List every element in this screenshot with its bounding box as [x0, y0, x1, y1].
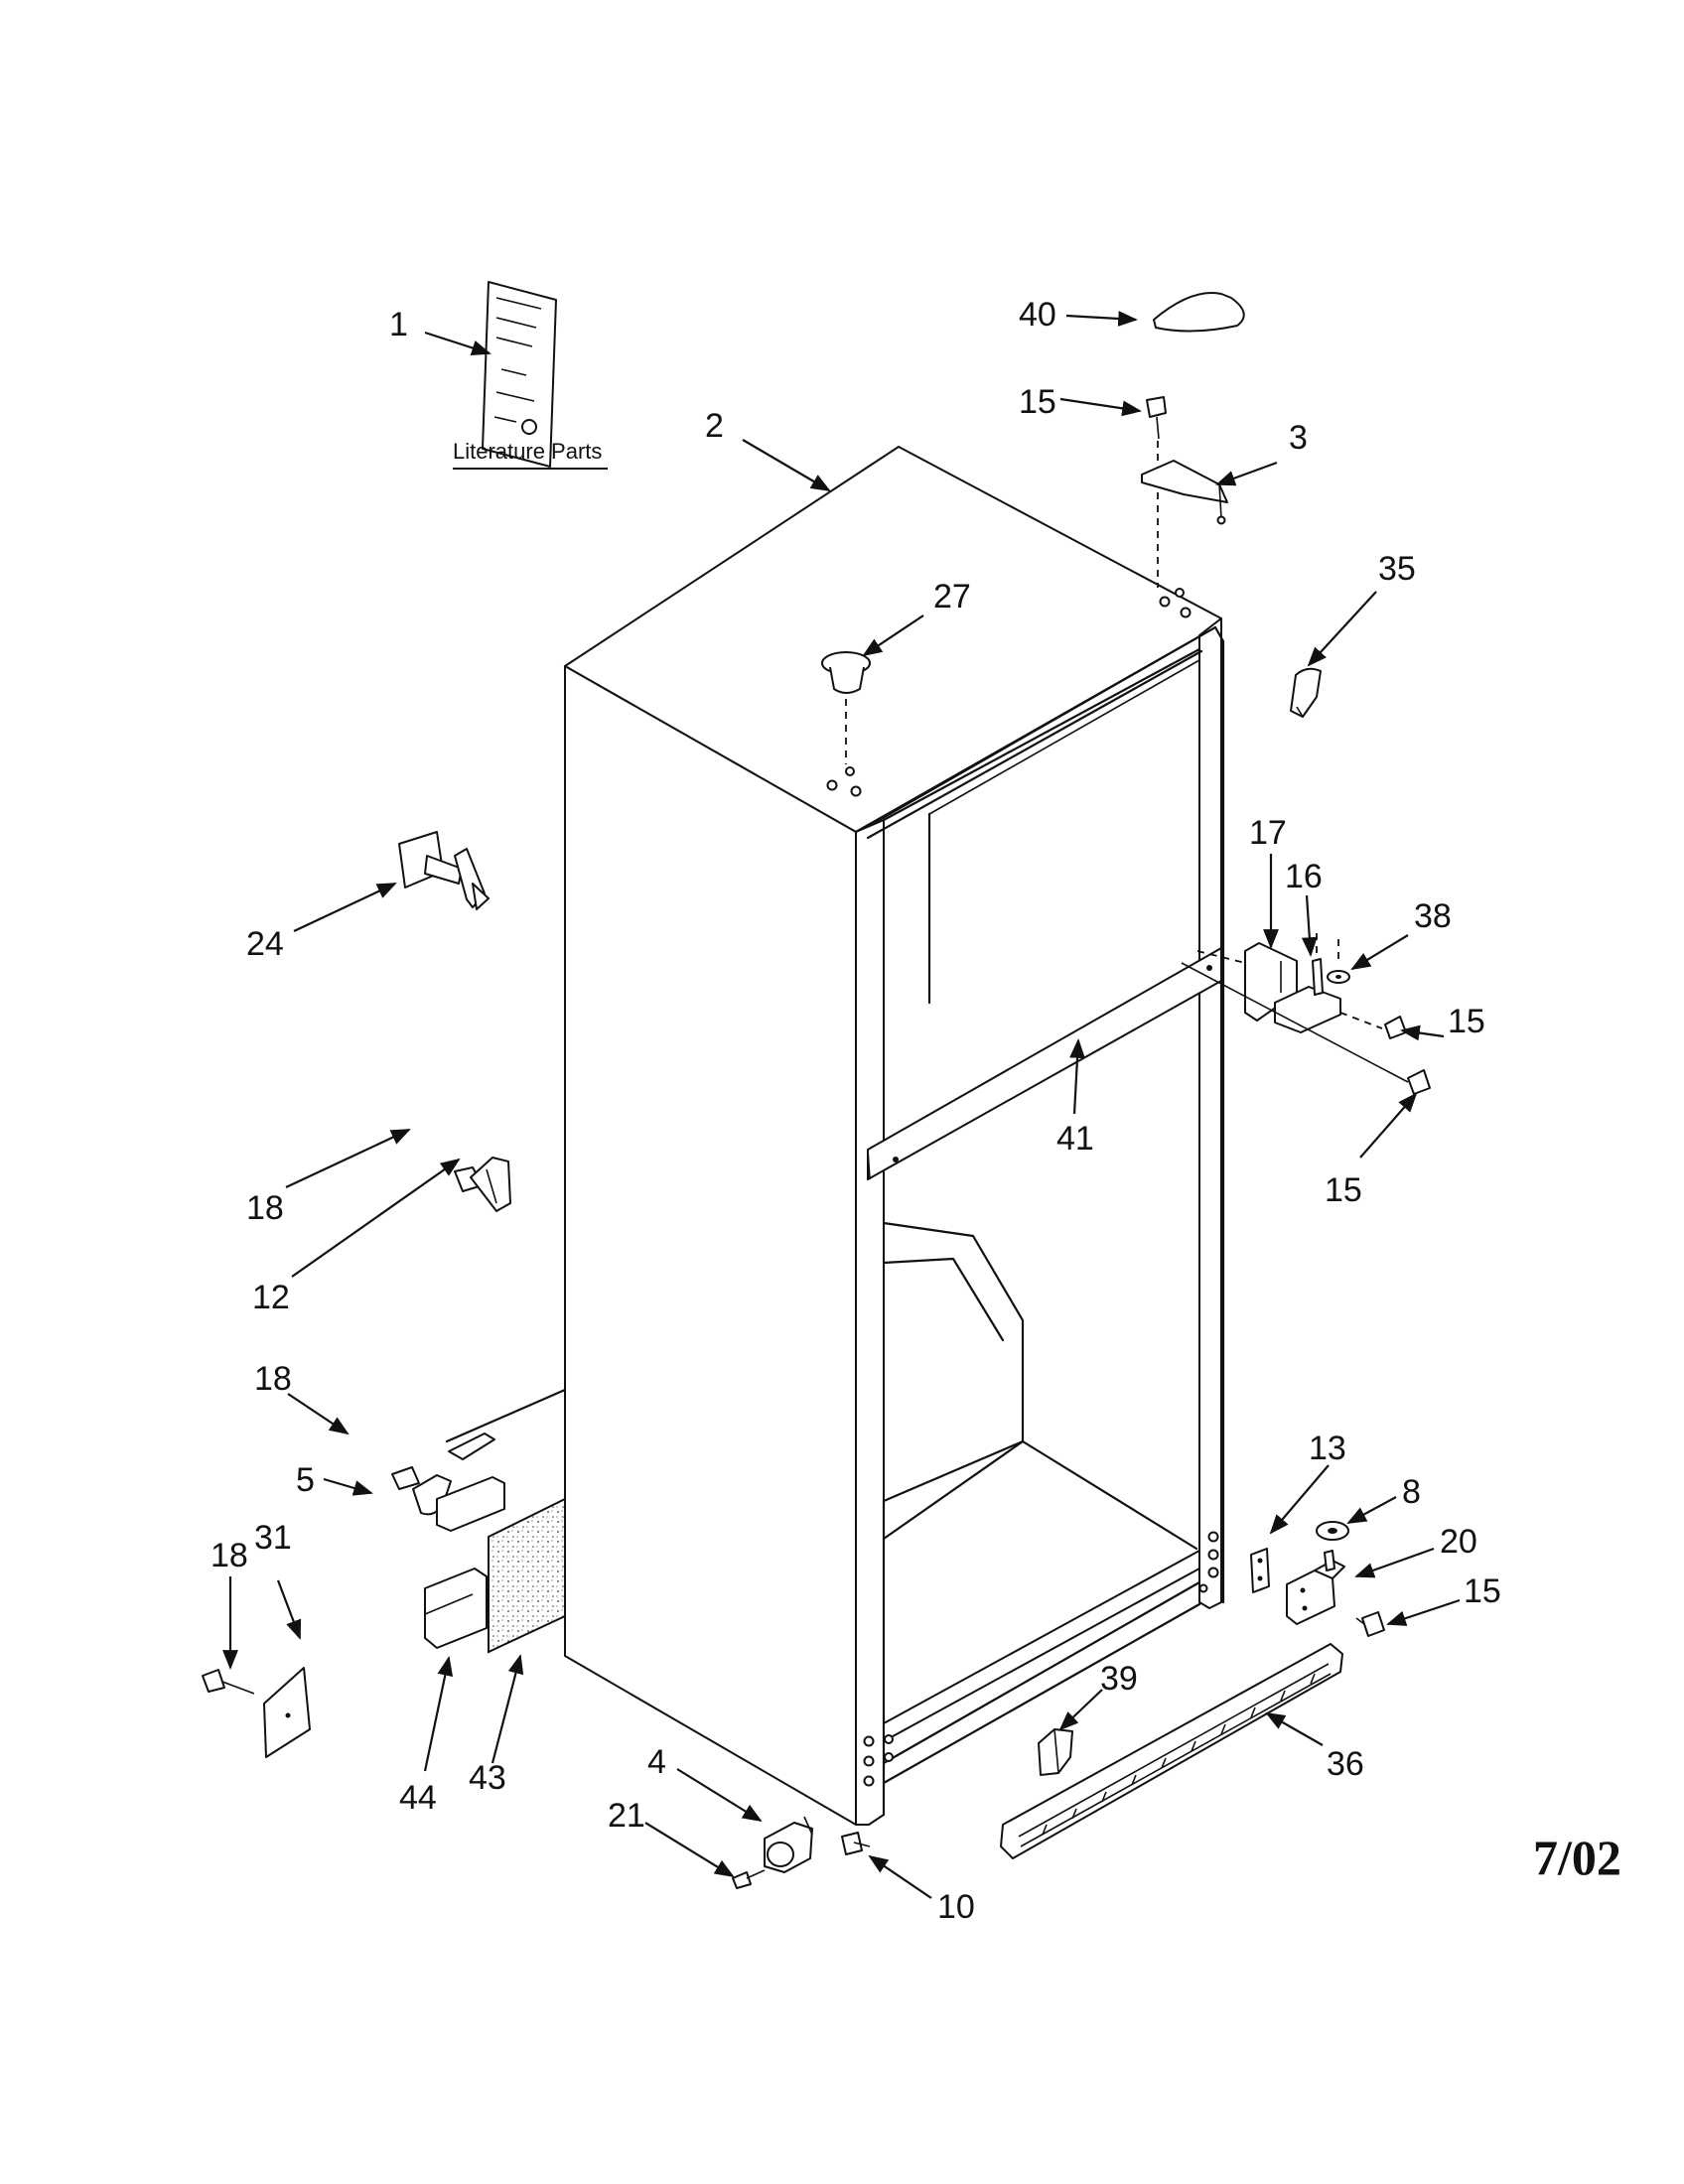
- callout-38: 38: [1414, 897, 1452, 935]
- screw-15-bottom: [1355, 1611, 1385, 1637]
- revision-date: 7/02: [1533, 1830, 1621, 1885]
- screw-top: [1146, 396, 1167, 588]
- callout-39: 39: [1100, 1660, 1138, 1698]
- mounting-bracket-upper: [436, 1433, 505, 1532]
- callout-15-center-lower: 15: [1325, 1171, 1362, 1209]
- grille-clip-39: [1038, 1728, 1073, 1776]
- callout-18-lower: 18: [210, 1537, 248, 1574]
- callout-20: 20: [1440, 1523, 1477, 1561]
- door-stop-stud: [398, 831, 490, 910]
- shim-13: [1250, 1548, 1270, 1593]
- callout-35: 35: [1378, 550, 1416, 588]
- callout-16: 16: [1285, 858, 1323, 895]
- leader-lines: [222, 311, 1461, 1899]
- screw-18-left: [202, 1669, 255, 1695]
- callout-13: 13: [1309, 1430, 1346, 1467]
- callout-17: 17: [1249, 814, 1287, 852]
- callout-15-top: 15: [1019, 383, 1056, 421]
- trim-clip: [1290, 667, 1322, 718]
- hinge-cover-cap: [1153, 292, 1245, 333]
- callout-1: 1: [389, 306, 408, 343]
- callout-36: 36: [1327, 1745, 1364, 1783]
- callout-31: 31: [254, 1519, 292, 1557]
- grille-slots: [1042, 1673, 1316, 1836]
- callout-41: 41: [1056, 1120, 1094, 1158]
- bottom-hinge-20: [1286, 1550, 1345, 1625]
- refrigerator-cabinet: [445, 446, 1225, 1826]
- callout-15-bottom: 15: [1464, 1572, 1501, 1610]
- screw-center-upper: [1384, 1016, 1407, 1039]
- literature-booklet: [482, 281, 557, 468]
- insulation-pad-43: [488, 1497, 566, 1654]
- toe-grille-36: [1000, 1643, 1343, 1859]
- screw-center-lower: [1181, 962, 1431, 1095]
- callout-18-middle: 18: [254, 1360, 292, 1398]
- plug-button: [821, 651, 871, 764]
- callout-8: 8: [1402, 1473, 1421, 1511]
- callout-40: 40: [1019, 296, 1056, 334]
- callout-43: 43: [469, 1759, 506, 1797]
- callout-2: 2: [705, 407, 724, 445]
- callout-21: 21: [608, 1797, 645, 1835]
- callout-27: 27: [933, 578, 971, 615]
- callout-15-center-upper: 15: [1448, 1003, 1485, 1040]
- mounting-bracket-44: [424, 1568, 488, 1649]
- callout-labels: 1 2 3 40 15 27 35 24 17 16 38 15 41 15 1…: [210, 296, 1621, 1926]
- callout-12: 12: [252, 1279, 290, 1316]
- callout-18-upper: 18: [246, 1189, 284, 1227]
- bracket-12: [454, 1157, 511, 1212]
- bushing-8: [1316, 1521, 1349, 1541]
- callout-3: 3: [1289, 419, 1308, 457]
- callout-24: 24: [246, 925, 284, 963]
- callout-44: 44: [399, 1779, 437, 1817]
- washer-38: [1327, 933, 1350, 984]
- callout-4: 4: [647, 1743, 666, 1781]
- screw-21: [732, 1869, 766, 1889]
- roller-assembly-4: [764, 1816, 813, 1873]
- literature-parts-label: Literature Parts: [453, 439, 602, 464]
- top-hinge: [1141, 460, 1228, 525]
- callout-5: 5: [296, 1461, 315, 1499]
- callout-10: 10: [937, 1888, 975, 1926]
- cover-panel-31: [263, 1667, 311, 1758]
- screw-10: [841, 1832, 871, 1855]
